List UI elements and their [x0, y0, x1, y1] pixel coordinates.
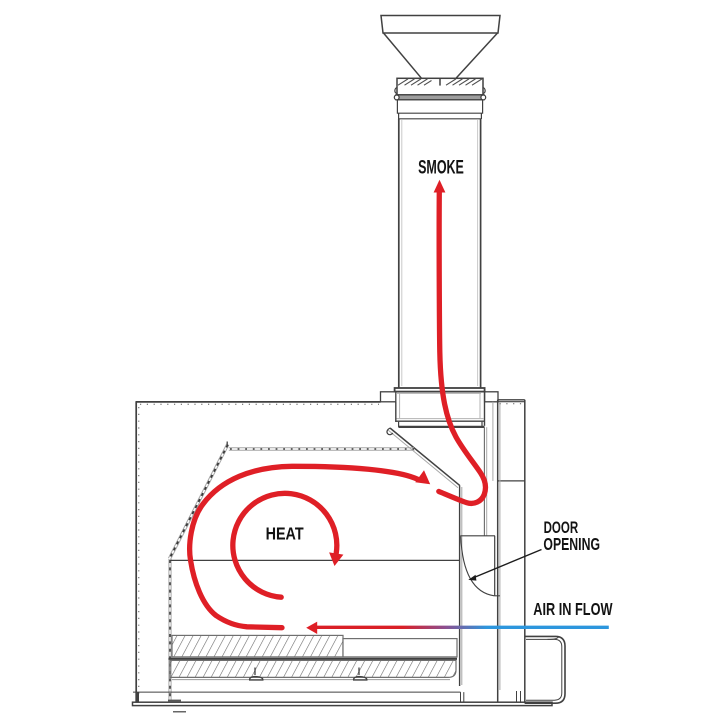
svg-text:AIR IN FLOW: AIR IN FLOW: [533, 599, 613, 619]
svg-text:HEAT: HEAT: [266, 524, 304, 544]
svg-text:SMOKE: SMOKE: [418, 158, 464, 179]
svg-text:OPENING: OPENING: [543, 534, 600, 554]
svg-text:DOOR: DOOR: [544, 518, 579, 537]
